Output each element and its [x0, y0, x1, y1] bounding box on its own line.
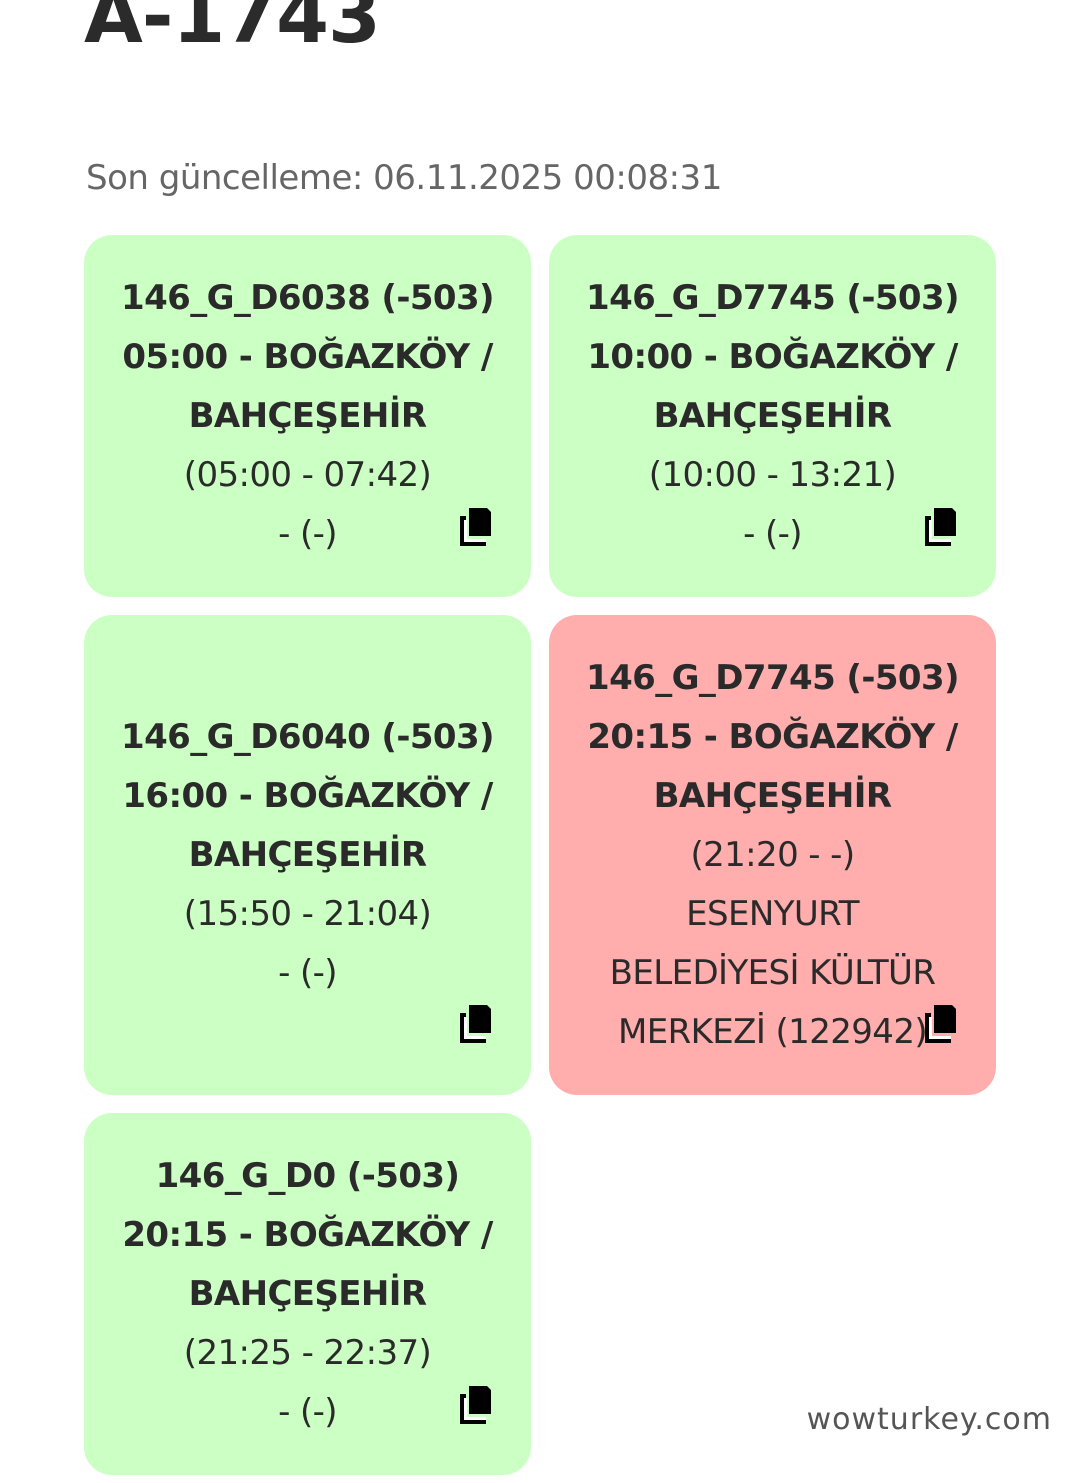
trip-route-destination: BAHÇEŞEHİR — [188, 1273, 427, 1314]
trip-route: 20:15 - BOĞAZKÖY / — [587, 716, 958, 757]
trip-extra: - (-) — [278, 513, 337, 554]
last-update-text: Son güncelleme: 06.11.2025 00:08:31 — [86, 158, 722, 198]
copy-icon[interactable] — [922, 1003, 958, 1043]
trip-times: (05:00 - 07:42) — [183, 454, 432, 495]
trip-card-alert: 146_G_D7745 (-503) 20:15 - BOĞAZKÖY / BA… — [549, 615, 996, 1095]
trip-name: 146_G_D7745 (-503) — [586, 657, 960, 698]
trip-card: 146_G_D6038 (-503) 05:00 - BOĞAZKÖY / BA… — [84, 235, 531, 597]
copy-icon[interactable] — [457, 1003, 493, 1043]
trip-route: 16:00 - BOĞAZKÖY / — [122, 775, 493, 816]
trip-route-destination: BAHÇEŞEHİR — [188, 834, 427, 875]
trip-card: 146_G_D7745 (-503) 10:00 - BOĞAZKÖY / BA… — [549, 235, 996, 597]
watermark: wowturkey.com — [806, 1402, 1052, 1437]
trip-route: 10:00 - BOĞAZKÖY / — [587, 336, 958, 377]
trip-name: 146_G_D7745 (-503) — [586, 277, 960, 318]
trip-card: 146_G_D6040 (-503) 16:00 - BOĞAZKÖY / BA… — [84, 615, 531, 1095]
trip-location: ESENYURT — [686, 893, 859, 934]
copy-icon[interactable] — [922, 506, 958, 546]
trip-route-destination: BAHÇEŞEHİR — [188, 395, 427, 436]
trip-route: 20:15 - BOĞAZKÖY / — [122, 1214, 493, 1255]
trip-name: 146_G_D6038 (-503) — [121, 277, 495, 318]
trip-times: (15:50 - 21:04) — [183, 893, 432, 934]
copy-icon[interactable] — [457, 506, 493, 546]
trip-route-destination: BAHÇEŞEHİR — [653, 395, 892, 436]
trip-times: (21:25 - 22:37) — [183, 1332, 432, 1373]
trip-times: (10:00 - 13:21) — [648, 454, 897, 495]
trip-name: 146_G_D6040 (-503) — [121, 716, 495, 757]
trip-extra: - (-) — [278, 952, 337, 993]
trip-extra: - (-) — [278, 1391, 337, 1432]
page-title: A-1743 — [84, 0, 381, 60]
copy-icon[interactable] — [457, 1384, 493, 1424]
trip-card: 146_G_D0 (-503) 20:15 - BOĞAZKÖY / BAHÇE… — [84, 1113, 531, 1475]
trip-route-destination: BAHÇEŞEHİR — [653, 775, 892, 816]
trip-route: 05:00 - BOĞAZKÖY / — [122, 336, 493, 377]
trip-name: 146_G_D0 (-503) — [155, 1155, 460, 1196]
trip-location: MERKEZİ (122942) — [617, 1011, 928, 1052]
trip-extra: - (-) — [743, 513, 802, 554]
trip-times: (21:20 - -) — [690, 834, 855, 875]
trip-location: BELEDİYESİ KÜLTÜR — [609, 952, 936, 993]
